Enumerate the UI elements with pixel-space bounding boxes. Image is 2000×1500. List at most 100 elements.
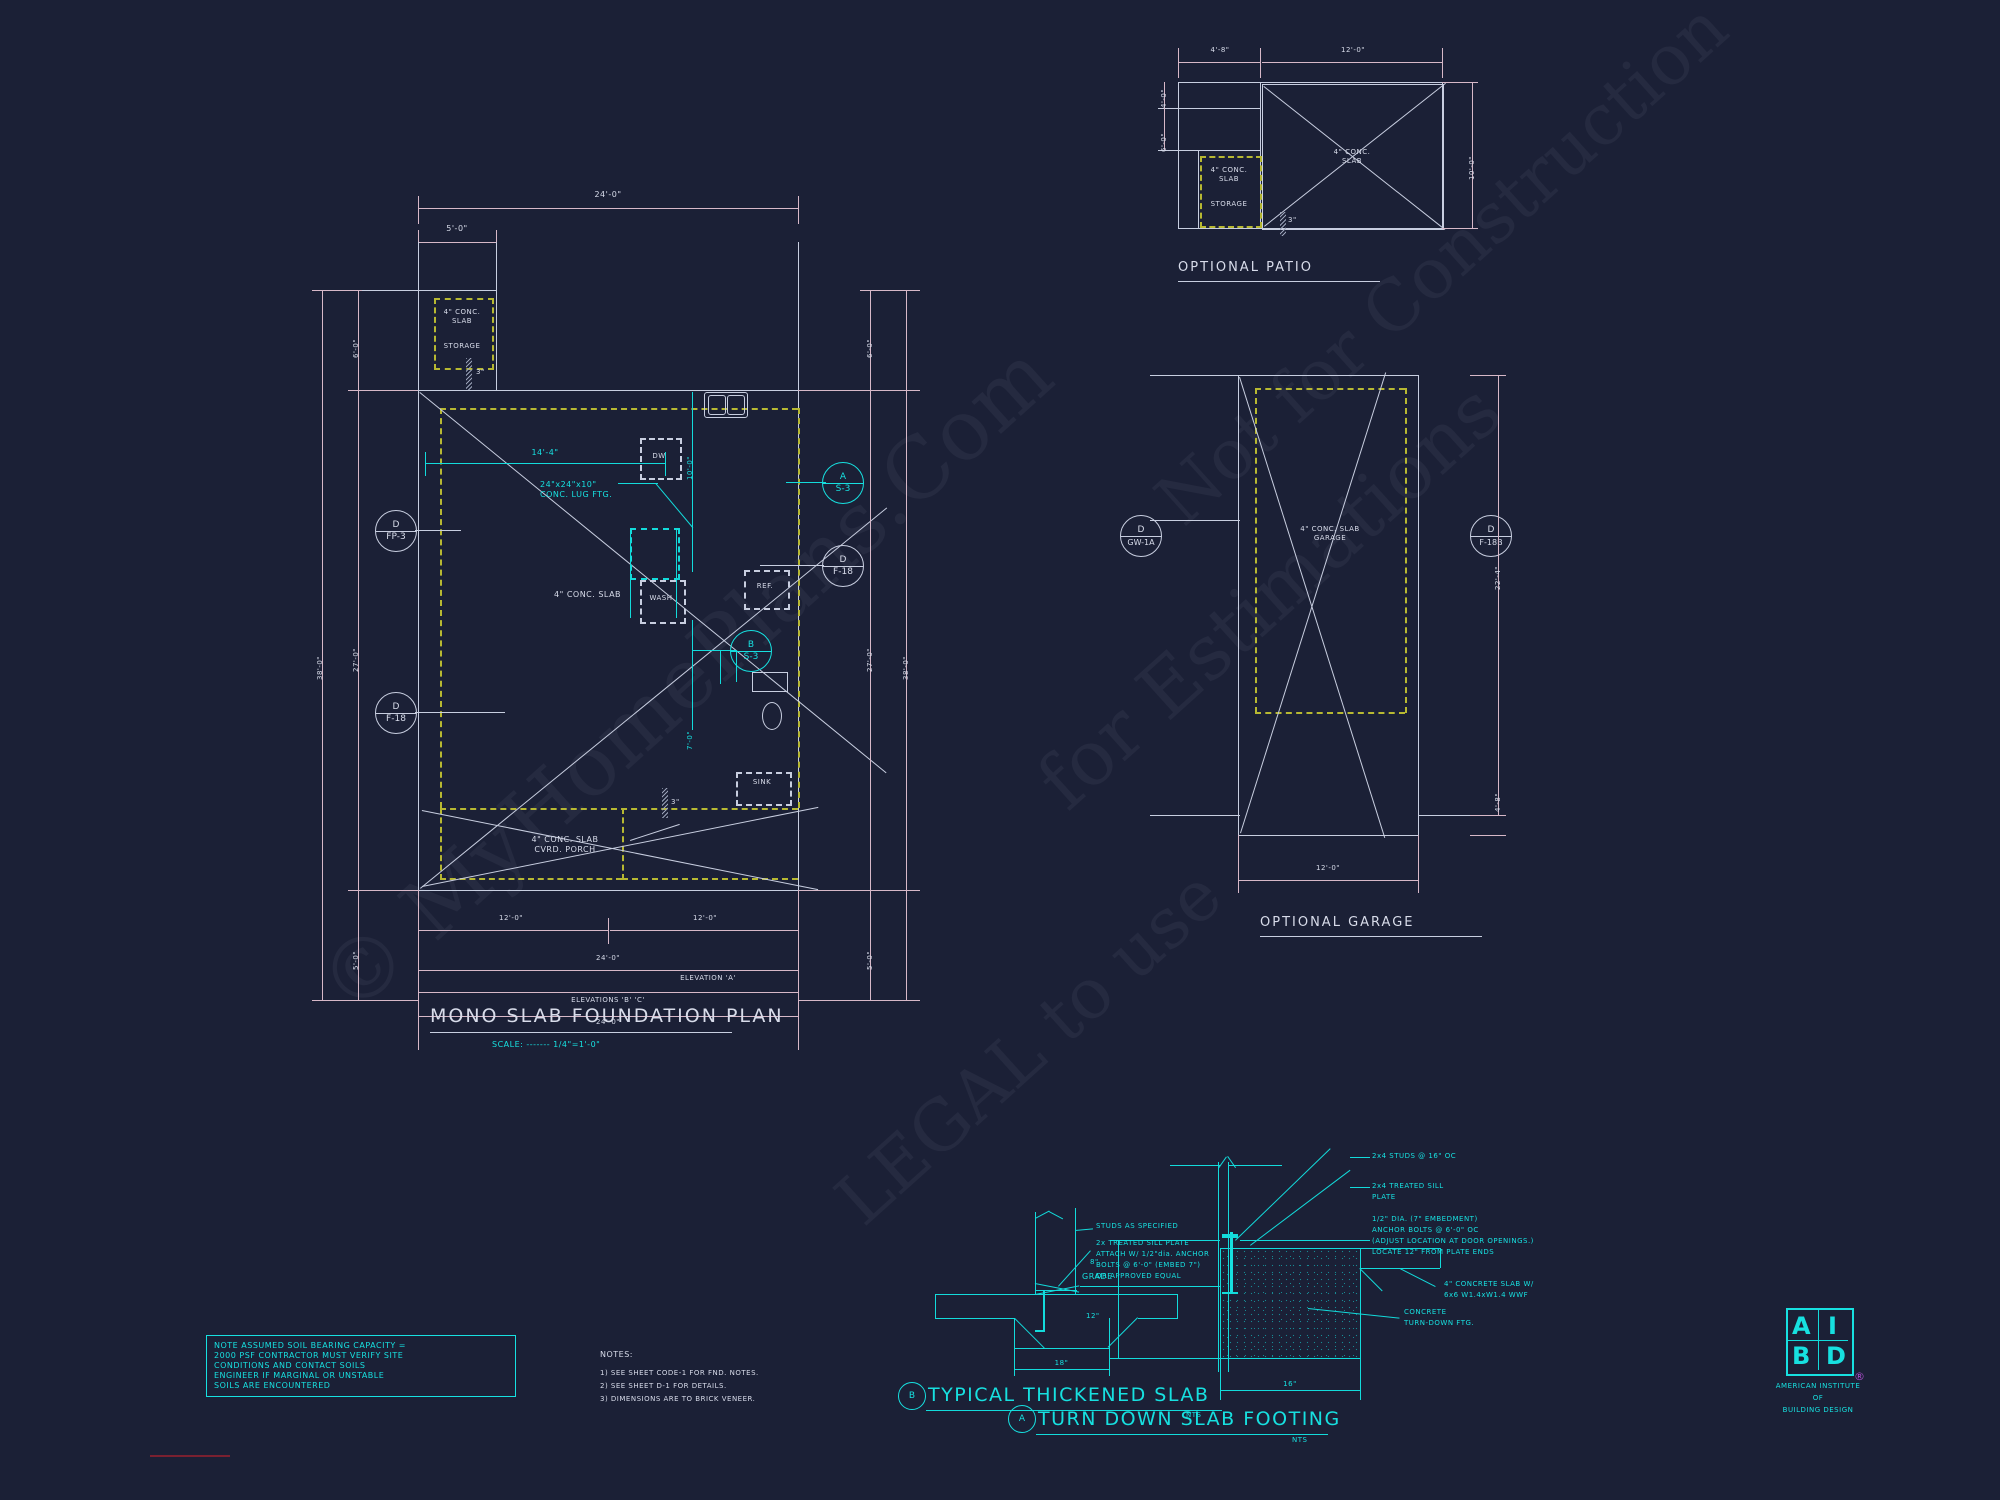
- callout-s-3-a[interactable]: A S-3: [822, 462, 864, 504]
- callout-divider: [1471, 535, 1511, 537]
- general-note-2: 3) DIMENSIONS ARE TO BRICK VENEER.: [600, 1394, 756, 1403]
- aibd-line-1: AMERICAN INSTITUTE: [1775, 1382, 1861, 1390]
- patio-dim-left-upper: 4'-0": [1160, 88, 1168, 108]
- detail-b-note-4: OR APPROVED EQUAL: [1096, 1272, 1182, 1280]
- plan-dim-bottom-right-seg: 12'-0": [692, 914, 718, 922]
- detail-a-note-6: LOCATE 12" FROM PLATE ENDS: [1372, 1248, 1495, 1256]
- plan-dim-left-mid: 27'-0": [352, 647, 360, 672]
- callout-f-18b-bottom: F-18B: [1479, 537, 1503, 547]
- detail-a-note-0: 2x4 STUDS @ 16" OC: [1372, 1152, 1457, 1160]
- garage-slab-bottom: [1255, 712, 1405, 714]
- callout-f-18-left[interactable]: D F-18: [375, 692, 417, 734]
- porch-outline-mid: [622, 808, 624, 880]
- callout-f-18-right[interactable]: D F-18: [822, 545, 864, 587]
- detail-a-note-9: CONCRETE: [1404, 1308, 1447, 1316]
- soil-note-line-0: NOTE ASSUMED SOIL BEARING CAPACITY =: [214, 1341, 406, 1350]
- optional-garage-title: OPTIONAL GARAGE: [1260, 915, 1415, 930]
- soil-note-line-1: 2000 PSF CONTRACTOR MUST VERIFY SITE: [214, 1351, 404, 1360]
- storage-slab-label: 4" CONC.SLAB: [443, 308, 481, 325]
- callout-s-3-b-bottom: S-3: [743, 651, 759, 662]
- detail-a-note-8: 6x6 W1.4xW1.4 WWF: [1444, 1291, 1529, 1299]
- garage-slab-top: [1255, 388, 1405, 390]
- patio-slab-outline: [1262, 84, 1444, 230]
- main-slab-label: 4" CONC. SLAB: [554, 590, 622, 599]
- aibd-logo-frame: [1786, 1308, 1854, 1376]
- refrigerator-symbol: [744, 570, 790, 610]
- storage-jamb-hatch: [466, 358, 472, 390]
- toilet-symbol: [762, 702, 782, 730]
- refrigerator-label: REF.: [756, 582, 774, 590]
- detail-a-mark: A: [1018, 1413, 1026, 1424]
- callout-gw-1a-bottom: GW-1A: [1127, 537, 1155, 547]
- callout-f-18-right-bottom: F-18: [833, 566, 853, 577]
- callout-fp-3[interactable]: D FP-3: [375, 510, 417, 552]
- callout-f-18-left-bottom: F-18: [386, 713, 406, 724]
- general-note-0: 1) SEE SHEET CODE-1 FOR FND. NOTES.: [600, 1369, 759, 1377]
- detail-a-note-10: TURN-DOWN FTG.: [1404, 1319, 1475, 1327]
- sheet-bottom-marker: [150, 1455, 230, 1457]
- detail-a-mark-bubble[interactable]: A: [1008, 1405, 1036, 1433]
- plan-dim-bottom-overall-b: 24'-0": [595, 1018, 621, 1026]
- slab-outline-bottom: [440, 808, 798, 810]
- callout-gw-1a-top: D: [1137, 524, 1145, 535]
- detail-a-dim-width: 16": [1283, 1380, 1297, 1388]
- patio-storage-slab-label: 4" CONC.SLAB: [1210, 166, 1248, 183]
- callout-divider: [1121, 535, 1161, 537]
- lug-footing-box: [630, 528, 680, 580]
- aibd-line-3: BUILDING DESIGN: [1782, 1406, 1854, 1414]
- sink-label: SINK: [752, 778, 772, 786]
- plan-dim-left-lower: 5'-0": [352, 950, 360, 970]
- plan-dim-right-lower: 5'-0": [866, 950, 874, 970]
- detail-b-typical-thickened-slab: STUDS AS SPECIFIED 2x TREATED SILL PLATE…: [880, 1150, 1340, 1420]
- mono-slab-foundation-plan: 24'-0" 5'-0" 4" CONC.SLAB STORAGE 3": [300, 180, 1200, 1060]
- main-plan-scale: SCALE: ------- 1/4"=1'-0": [492, 1040, 601, 1049]
- plan-dim-interior-width: 14'-4": [531, 448, 559, 457]
- aibd-letter-i: I: [1828, 1312, 1837, 1340]
- plan-dim-right-mid: 27'-0": [866, 647, 874, 672]
- callout-divider: [731, 650, 771, 652]
- optional-patio-title: OPTIONAL PATIO: [1178, 260, 1313, 275]
- detail-a-turn-down-slab-footing: GRADE 8" 12" 16" 2x4 STUDS @ 16" OC 2x4 …: [1000, 1120, 2000, 1450]
- patio-dim-left-lower: 6'-0": [1160, 132, 1168, 152]
- patio-dim-right: 10'-0": [1468, 155, 1476, 180]
- plan-dim-top-left-seg: 5'-0": [446, 224, 468, 233]
- washer-symbol: [640, 580, 686, 624]
- plan-dim-left-upper: 6'-0": [352, 338, 360, 358]
- general-note-1: 2) SEE SHEET D-1 FOR DETAILS.: [600, 1381, 727, 1390]
- detail-b-note-1: 2x TREATED SILL PLATE: [1096, 1239, 1190, 1247]
- callout-f-18b-top: D: [1487, 524, 1495, 535]
- plan-dim-top-overall: 24'-0": [594, 190, 622, 199]
- garage-slab-left: [1255, 388, 1257, 713]
- callout-f-18-right-top: D: [839, 554, 847, 565]
- detail-a-dim-above: 8": [1090, 1258, 1099, 1266]
- detail-b-note-2: ATTACH W/ 1/2"dia. ANCHOR: [1096, 1250, 1210, 1258]
- plan-dim-bottom-left-seg: 12'-0": [498, 914, 524, 922]
- dishwasher-symbol: [640, 438, 682, 480]
- plan-dim-bottom-overall-a: 24'-0": [595, 954, 621, 962]
- detail-b-note-3: BOLTS @ 6'-0" (EMBED 7"): [1096, 1261, 1201, 1269]
- detail-b-scale: NTS: [1186, 1411, 1202, 1419]
- detail-a-note-7: 4" CONCRETE SLAB W/: [1444, 1280, 1534, 1288]
- detail-a-note-2: PLATE: [1372, 1193, 1396, 1201]
- plan-dim-interior-right: 10'-0": [686, 455, 694, 480]
- dishwasher-label: DW: [652, 452, 666, 460]
- callout-fp-3-bottom: FP-3: [386, 531, 406, 542]
- cooktop-burner-left: [708, 395, 726, 415]
- garage-dim-right-lower: 4'-8": [1494, 792, 1502, 812]
- callout-f-18b[interactable]: D F-18B: [1470, 515, 1512, 557]
- washer-label: WASH: [649, 594, 673, 602]
- callout-s-3-b[interactable]: B S-3: [730, 630, 772, 672]
- plan-dim-right-overall: 38'-0": [902, 655, 910, 680]
- callout-gw-1a[interactable]: D GW-1A: [1120, 515, 1162, 557]
- detail-b-mark-bubble[interactable]: B: [898, 1382, 926, 1410]
- main-plan-title: MONO SLAB FOUNDATION PLAN: [430, 1005, 784, 1027]
- detail-a-grade-label: GRADE: [1082, 1272, 1113, 1281]
- soil-note-line-4: SOILS ARE ENCOUNTERED: [214, 1381, 331, 1390]
- plan-dim-interior-lower: 7'-0": [686, 730, 694, 750]
- garage-dim-right-upper: 22'-4": [1494, 565, 1502, 590]
- detail-a-scale: NTS: [1292, 1436, 1308, 1444]
- lug-footing-leader-2: [655, 483, 694, 529]
- registered-mark: ®: [1854, 1370, 1865, 1383]
- detail-a-title: TURN DOWN SLAB FOOTING: [1038, 1408, 1341, 1430]
